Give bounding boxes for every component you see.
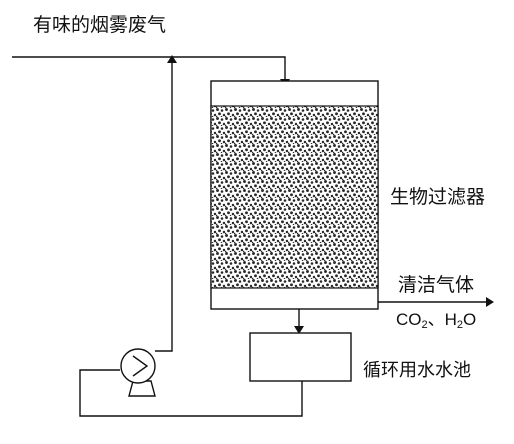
clean-gas-outlet-arrow <box>378 297 494 307</box>
biofilter-label: 生物过滤器 <box>390 186 486 208</box>
pump-discharge-line <box>155 55 177 352</box>
formula-separator: 、 <box>427 310 445 329</box>
water-tank <box>249 332 352 382</box>
packing-bed <box>210 105 379 289</box>
drain-line <box>294 309 304 334</box>
clean-gas-label: 清洁气体 <box>398 274 475 296</box>
recycle-water-line <box>79 369 303 417</box>
co2-formula: CO2 <box>396 310 428 331</box>
inlet-gas-label: 有味的烟雾废气 <box>33 14 167 36</box>
pump-icon <box>120 348 156 397</box>
water-tank-label: 循环用水水池 <box>363 360 471 381</box>
h2o-formula: H2O <box>444 310 477 331</box>
products-formula: CO2、H2O <box>396 311 476 331</box>
biofilter-column <box>210 80 379 310</box>
